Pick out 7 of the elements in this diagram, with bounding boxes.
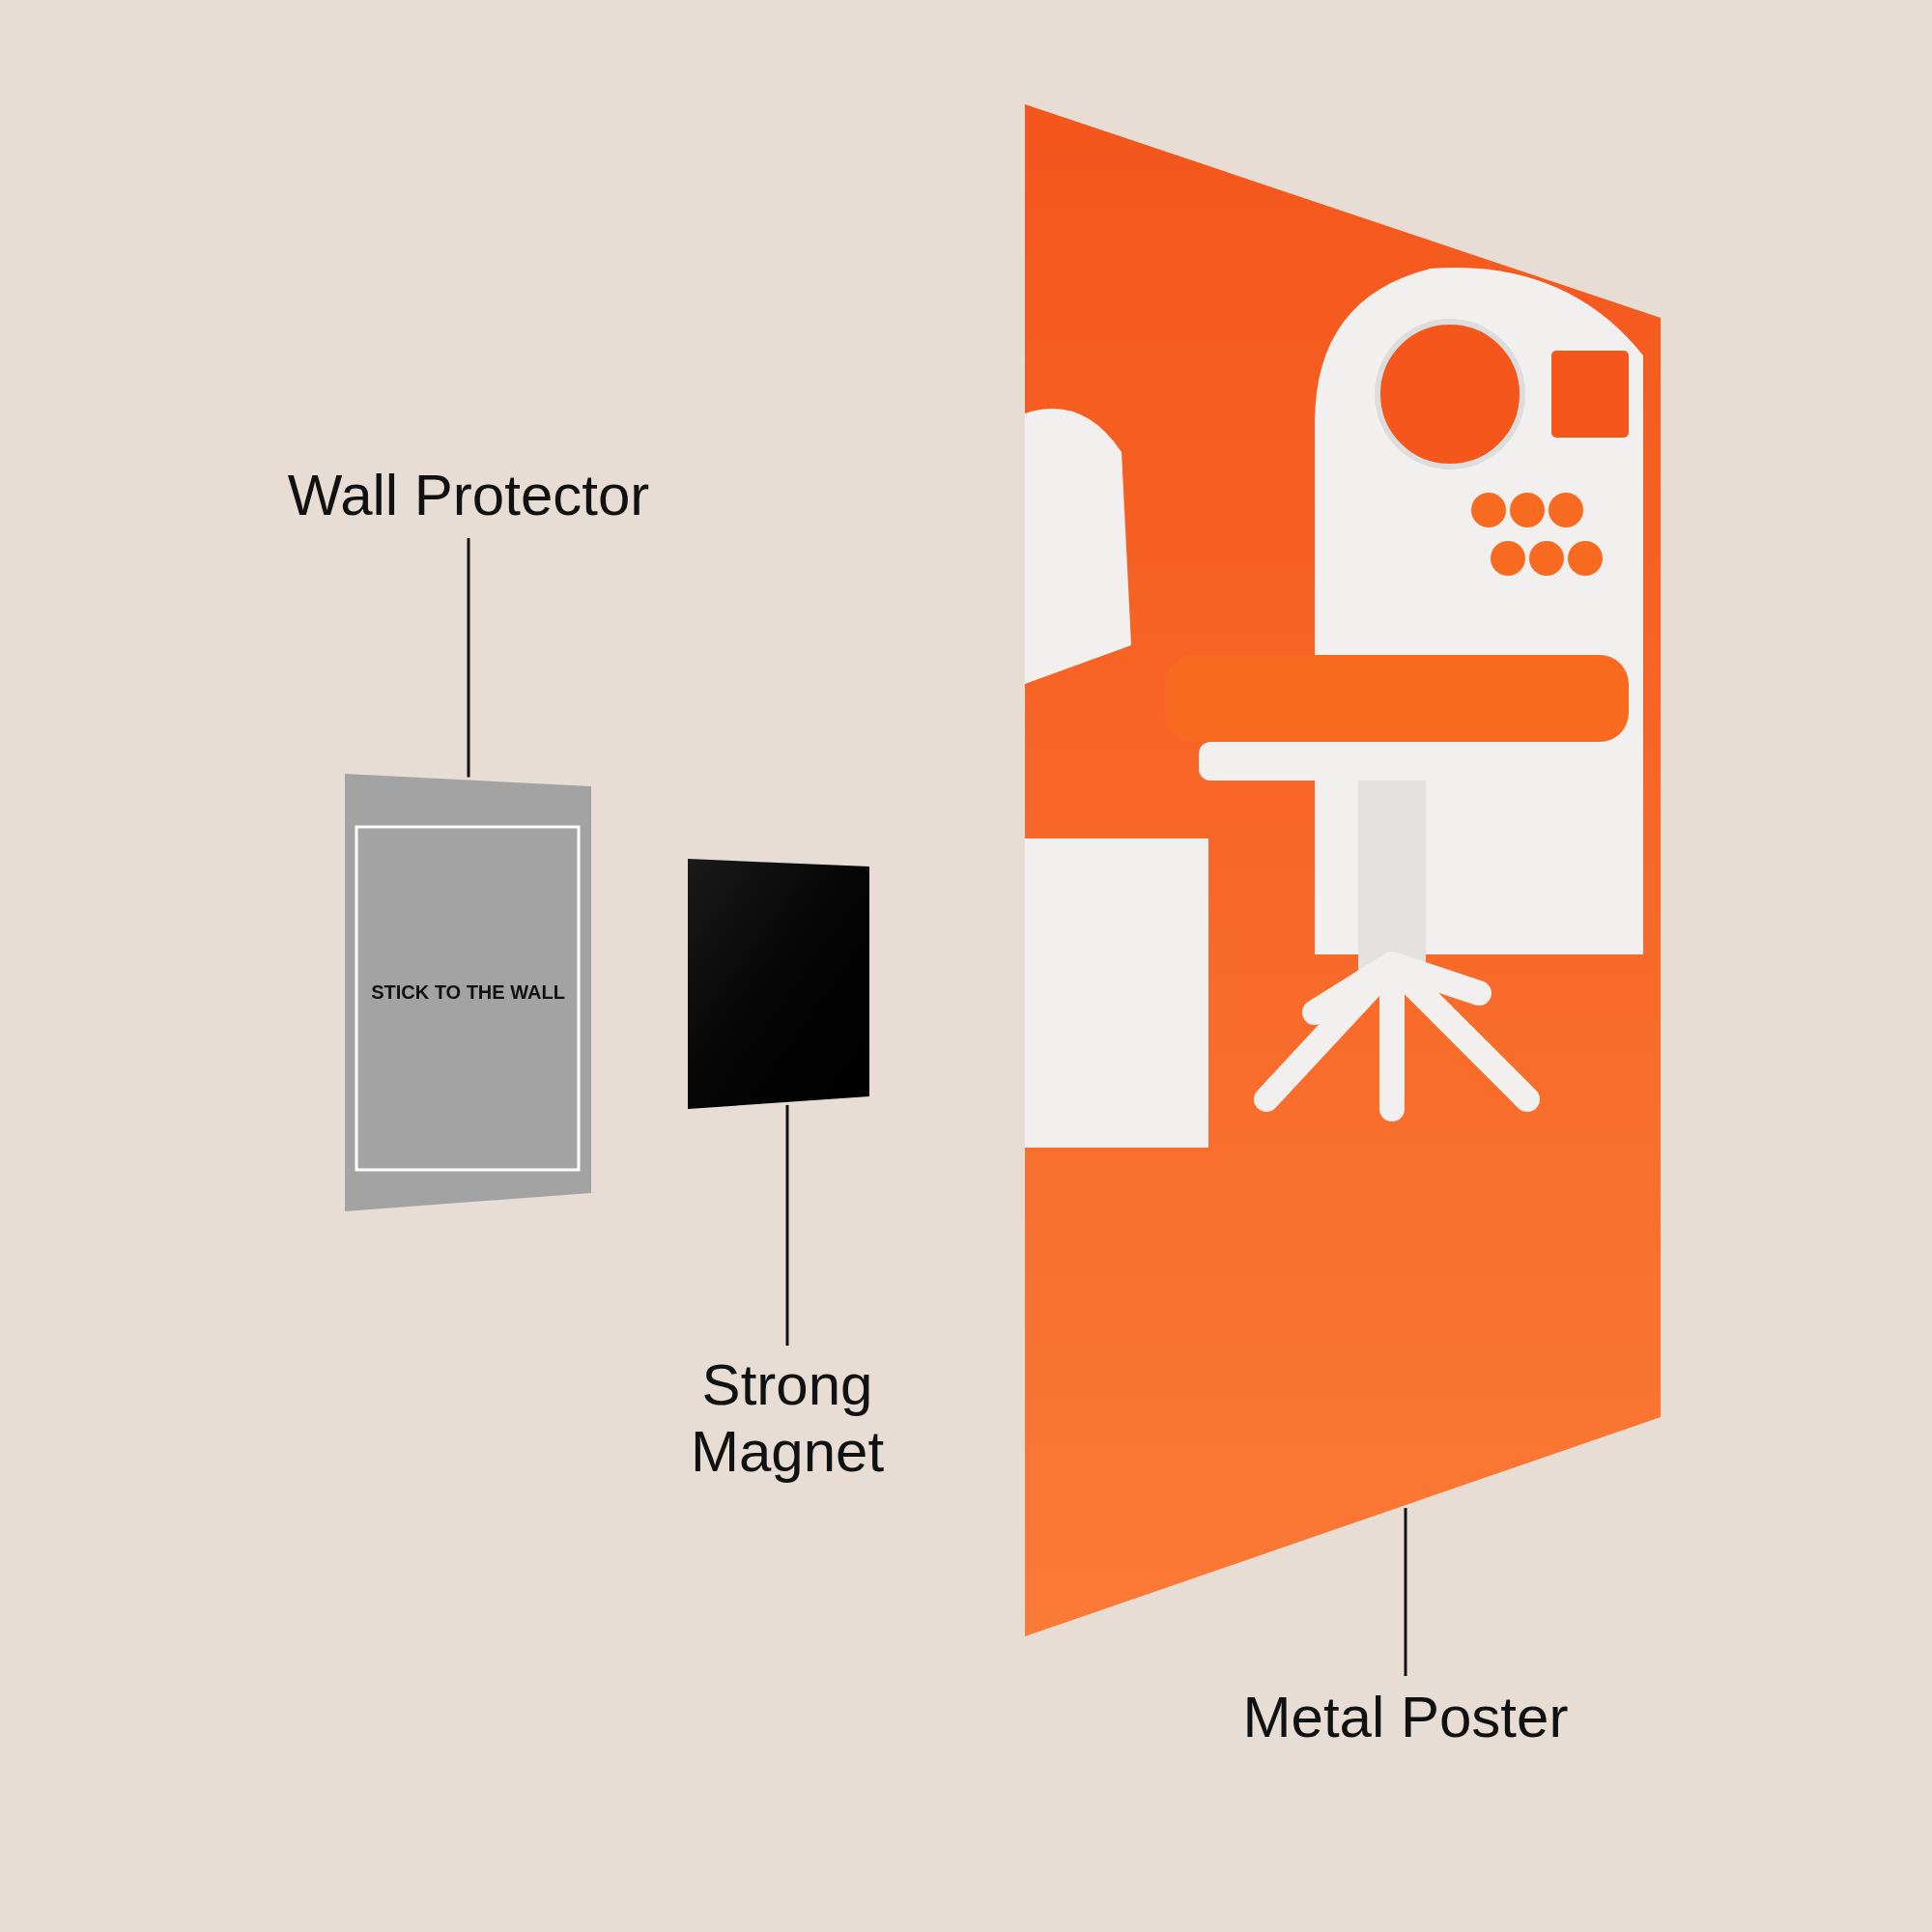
plate-instruction: STICK TO THE WALL: [371, 981, 565, 1004]
part-label: Strong Magnet: [689, 1350, 886, 1485]
leader-line: [1404, 1508, 1407, 1676]
part-label: Metal Poster: [1242, 1683, 1569, 1750]
leader-line: [467, 538, 470, 778]
leader-line: [785, 1104, 789, 1346]
part-label: Wall Protector: [287, 462, 650, 528]
